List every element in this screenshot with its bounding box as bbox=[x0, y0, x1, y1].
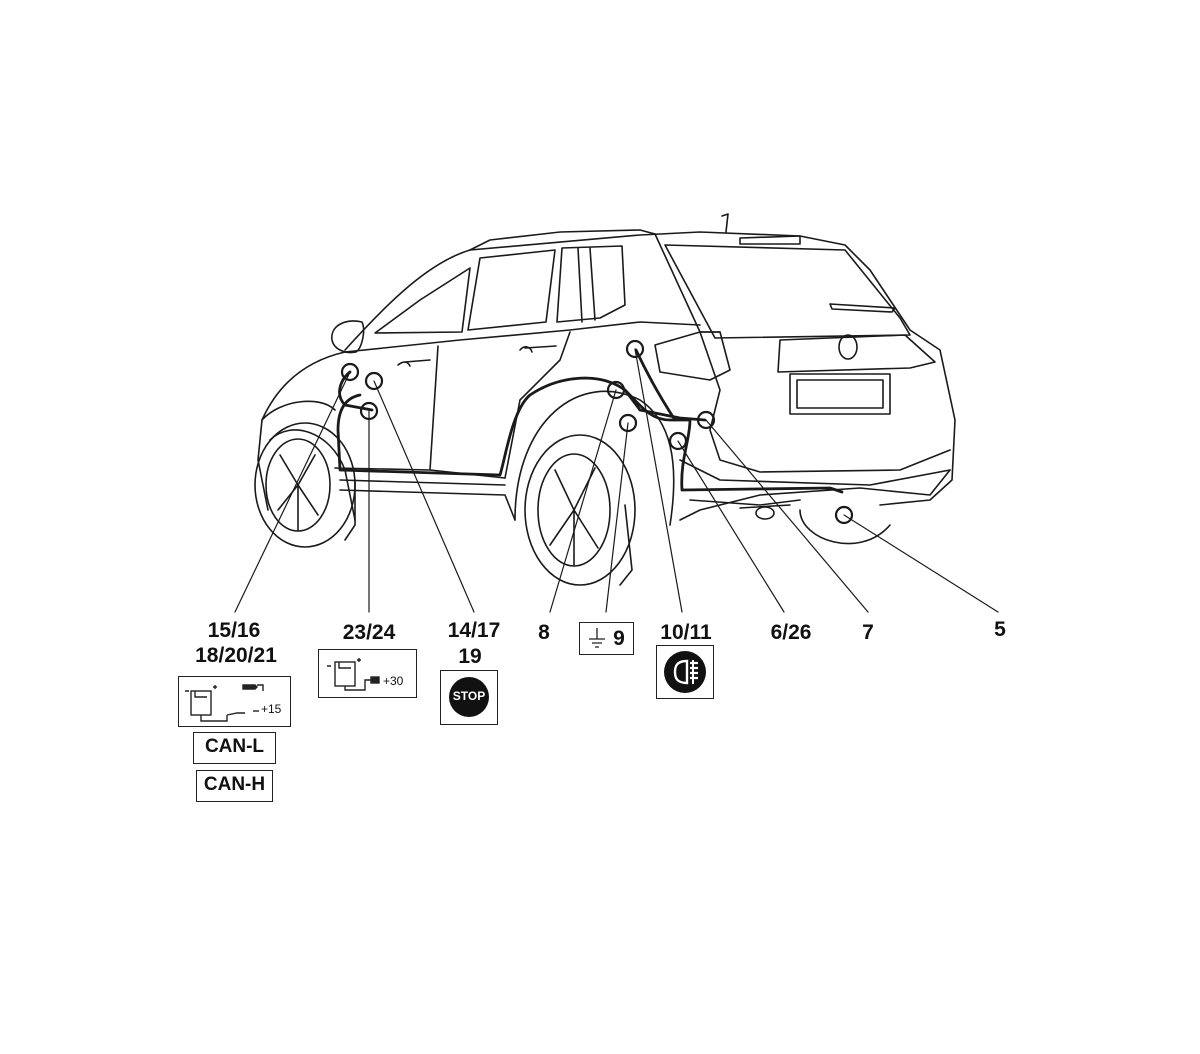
callout-9: 9 bbox=[613, 627, 625, 650]
stop-icon bbox=[449, 677, 489, 717]
permanent-power-box: +30 bbox=[318, 649, 417, 698]
battery-ignition-icon bbox=[185, 684, 264, 722]
ground-box: 9 bbox=[579, 622, 634, 655]
can-h-box: CAN-H bbox=[196, 770, 273, 802]
callout-7: 7 bbox=[862, 621, 874, 644]
callout-6-26: 6/26 bbox=[770, 621, 812, 644]
stop-box: STOP bbox=[440, 670, 498, 725]
callout-18-20-21: 18/20/21 bbox=[195, 644, 277, 667]
stop-label: STOP bbox=[452, 689, 486, 703]
callout-23-24: 23/24 bbox=[342, 621, 396, 644]
car-outline bbox=[254, 213, 956, 586]
wiring-harness bbox=[336, 348, 844, 494]
ignition-box: +15 bbox=[178, 676, 291, 727]
callout-5: 5 bbox=[994, 618, 1006, 641]
battery-permanent-icon bbox=[327, 658, 380, 691]
leader-lines bbox=[234, 348, 999, 613]
ignition-plus-label: +15 bbox=[261, 702, 282, 716]
callout-10-11: 10/11 bbox=[660, 621, 712, 644]
can-l-box: CAN-L bbox=[193, 732, 276, 764]
battery-plus-label: +30 bbox=[383, 674, 404, 688]
fog-light-box bbox=[656, 645, 714, 699]
connector-points bbox=[340, 339, 854, 525]
fog-light-icon bbox=[664, 651, 706, 693]
ground-icon bbox=[589, 628, 605, 648]
callout-15-16: 15/16 bbox=[207, 619, 261, 642]
callout-8: 8 bbox=[538, 621, 550, 644]
callout-14-17: 14/17 bbox=[447, 619, 501, 642]
callout-19: 19 bbox=[458, 645, 482, 668]
